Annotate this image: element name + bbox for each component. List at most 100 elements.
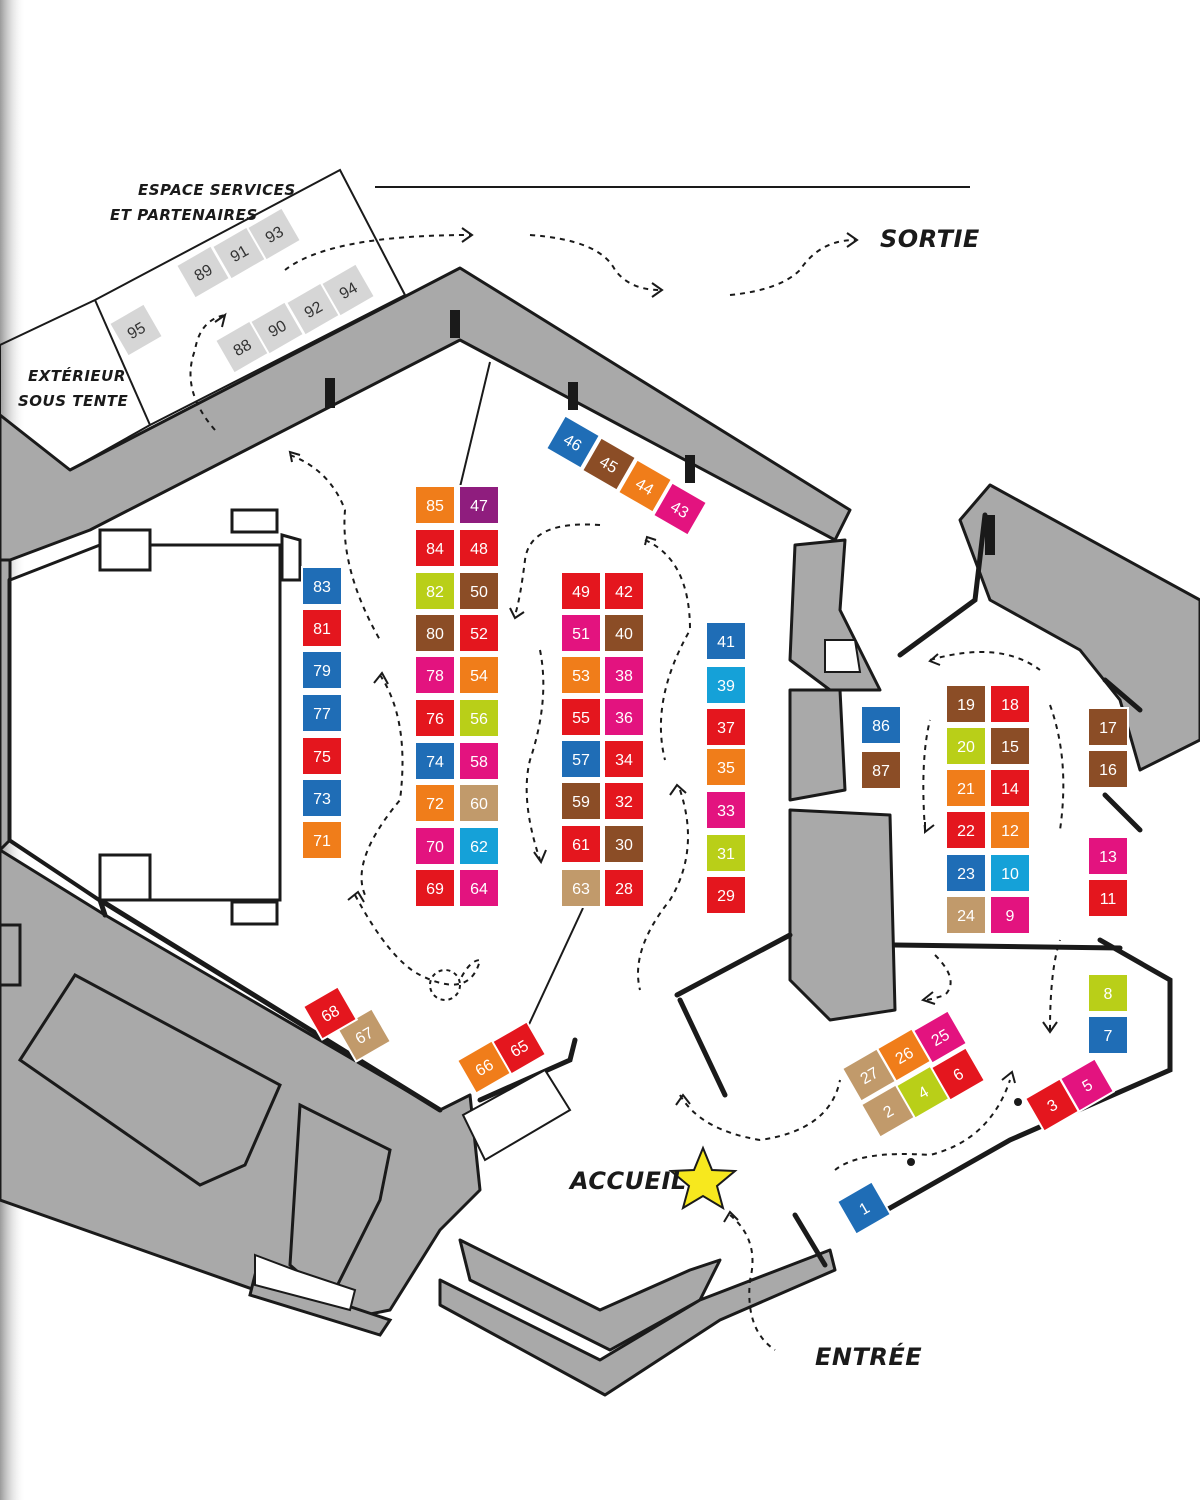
stand-77[interactable]: 77 — [301, 693, 343, 733]
stand-45[interactable]: 45 — [580, 436, 638, 492]
stand-37[interactable]: 37 — [705, 707, 747, 747]
outside-label-line2: SOUS TENTE — [18, 392, 129, 410]
stand-78[interactable]: 78 — [414, 655, 456, 695]
stand-82[interactable]: 82 — [414, 571, 456, 611]
stand-63[interactable]: 63 — [560, 868, 602, 908]
stand-13[interactable]: 13 — [1087, 836, 1129, 876]
stand-32[interactable]: 32 — [603, 781, 645, 821]
stand-16[interactable]: 16 — [1087, 749, 1129, 789]
stand-27[interactable]: 27 — [840, 1047, 898, 1103]
stand-87[interactable]: 87 — [860, 750, 902, 790]
stand-53[interactable]: 53 — [560, 655, 602, 695]
stand-88[interactable]: 88 — [213, 319, 271, 375]
stand-42[interactable]: 42 — [603, 571, 645, 611]
stand-5[interactable]: 5 — [1058, 1057, 1116, 1113]
stand-95[interactable]: 95 — [107, 302, 165, 358]
stand-76[interactable]: 76 — [414, 698, 456, 738]
stand-60[interactable]: 60 — [458, 783, 500, 823]
stand-6[interactable]: 6 — [929, 1046, 987, 1102]
stand-80[interactable]: 80 — [414, 613, 456, 653]
stand-15[interactable]: 15 — [989, 726, 1031, 766]
stand-tile — [319, 262, 377, 318]
stand-1[interactable]: 1 — [835, 1180, 893, 1236]
stand-tile — [560, 824, 602, 864]
stand-24[interactable]: 24 — [945, 895, 987, 935]
stand-64[interactable]: 64 — [458, 868, 500, 908]
stand-tile — [603, 868, 645, 908]
stand-54[interactable]: 54 — [458, 655, 500, 695]
stand-69[interactable]: 69 — [414, 868, 456, 908]
stand-33[interactable]: 33 — [705, 790, 747, 830]
stand-44[interactable]: 44 — [616, 458, 674, 514]
stand-36[interactable]: 36 — [603, 697, 645, 737]
stand-48[interactable]: 48 — [458, 528, 500, 568]
stand-81[interactable]: 81 — [301, 608, 343, 648]
stand-61[interactable]: 61 — [560, 824, 602, 864]
stand-43[interactable]: 43 — [651, 481, 709, 537]
stand-9[interactable]: 9 — [989, 895, 1031, 935]
stand-35[interactable]: 35 — [705, 747, 747, 787]
stand-93[interactable]: 93 — [245, 206, 303, 262]
stand-2[interactable]: 2 — [859, 1083, 917, 1139]
stand-50[interactable]: 50 — [458, 571, 500, 611]
stand-tile — [603, 697, 645, 737]
stand-7[interactable]: 7 — [1087, 1015, 1129, 1055]
stand-68[interactable]: 68 — [301, 985, 359, 1041]
stand-72[interactable]: 72 — [414, 783, 456, 823]
stand-number: 49 — [572, 584, 590, 601]
stand-57[interactable]: 57 — [560, 739, 602, 779]
stairs — [254, 639, 862, 1312]
stand-10[interactable]: 10 — [989, 853, 1031, 893]
stand-86[interactable]: 86 — [860, 705, 902, 745]
stand-19[interactable]: 19 — [945, 684, 987, 724]
stand-66[interactable]: 66 — [455, 1039, 513, 1095]
stand-number: 46 — [560, 431, 584, 455]
stand-52[interactable]: 52 — [458, 613, 500, 653]
stand-47[interactable]: 47 — [458, 485, 500, 525]
stand-number: 40 — [615, 626, 633, 643]
stand-59[interactable]: 59 — [560, 781, 602, 821]
stand-55[interactable]: 55 — [560, 697, 602, 737]
stand-71[interactable]: 71 — [301, 820, 343, 860]
stand-38[interactable]: 38 — [603, 655, 645, 695]
stand-39[interactable]: 39 — [705, 665, 747, 705]
stand-tile — [560, 613, 602, 653]
stand-40[interactable]: 40 — [603, 613, 645, 653]
stand-21[interactable]: 21 — [945, 768, 987, 808]
stand-85[interactable]: 85 — [414, 485, 456, 525]
stand-51[interactable]: 51 — [560, 613, 602, 653]
stand-12[interactable]: 12 — [989, 810, 1031, 850]
stand-41[interactable]: 41 — [705, 621, 747, 661]
stand-8[interactable]: 8 — [1087, 973, 1129, 1013]
stand-75[interactable]: 75 — [301, 736, 343, 776]
stand-65[interactable]: 65 — [490, 1020, 548, 1076]
stand-34[interactable]: 34 — [603, 739, 645, 779]
stand-29[interactable]: 29 — [705, 875, 747, 915]
stand-49[interactable]: 49 — [560, 571, 602, 611]
stand-58[interactable]: 58 — [458, 741, 500, 781]
stand-84[interactable]: 84 — [414, 528, 456, 568]
stand-70[interactable]: 70 — [414, 826, 456, 866]
stand-73[interactable]: 73 — [301, 778, 343, 818]
stand-94[interactable]: 94 — [319, 262, 377, 318]
stand-26[interactable]: 26 — [875, 1027, 933, 1083]
stand-30[interactable]: 30 — [603, 824, 645, 864]
stand-17[interactable]: 17 — [1087, 707, 1129, 747]
stand-20[interactable]: 20 — [945, 726, 987, 766]
stand-14[interactable]: 14 — [989, 768, 1031, 808]
stand-28[interactable]: 28 — [603, 868, 645, 908]
stand-11[interactable]: 11 — [1087, 878, 1129, 918]
stand-56[interactable]: 56 — [458, 698, 500, 738]
stand-83[interactable]: 83 — [301, 566, 343, 606]
stand-31[interactable]: 31 — [705, 833, 747, 873]
stand-62[interactable]: 62 — [458, 826, 500, 866]
stand-79[interactable]: 79 — [301, 650, 343, 690]
stand-22[interactable]: 22 — [945, 810, 987, 850]
stand-74[interactable]: 74 — [414, 741, 456, 781]
stand-18[interactable]: 18 — [989, 684, 1031, 724]
stand-46[interactable]: 46 — [544, 414, 602, 470]
stand-3[interactable]: 3 — [1023, 1077, 1081, 1133]
stand-89[interactable]: 89 — [174, 244, 232, 300]
stand-23[interactable]: 23 — [945, 853, 987, 893]
